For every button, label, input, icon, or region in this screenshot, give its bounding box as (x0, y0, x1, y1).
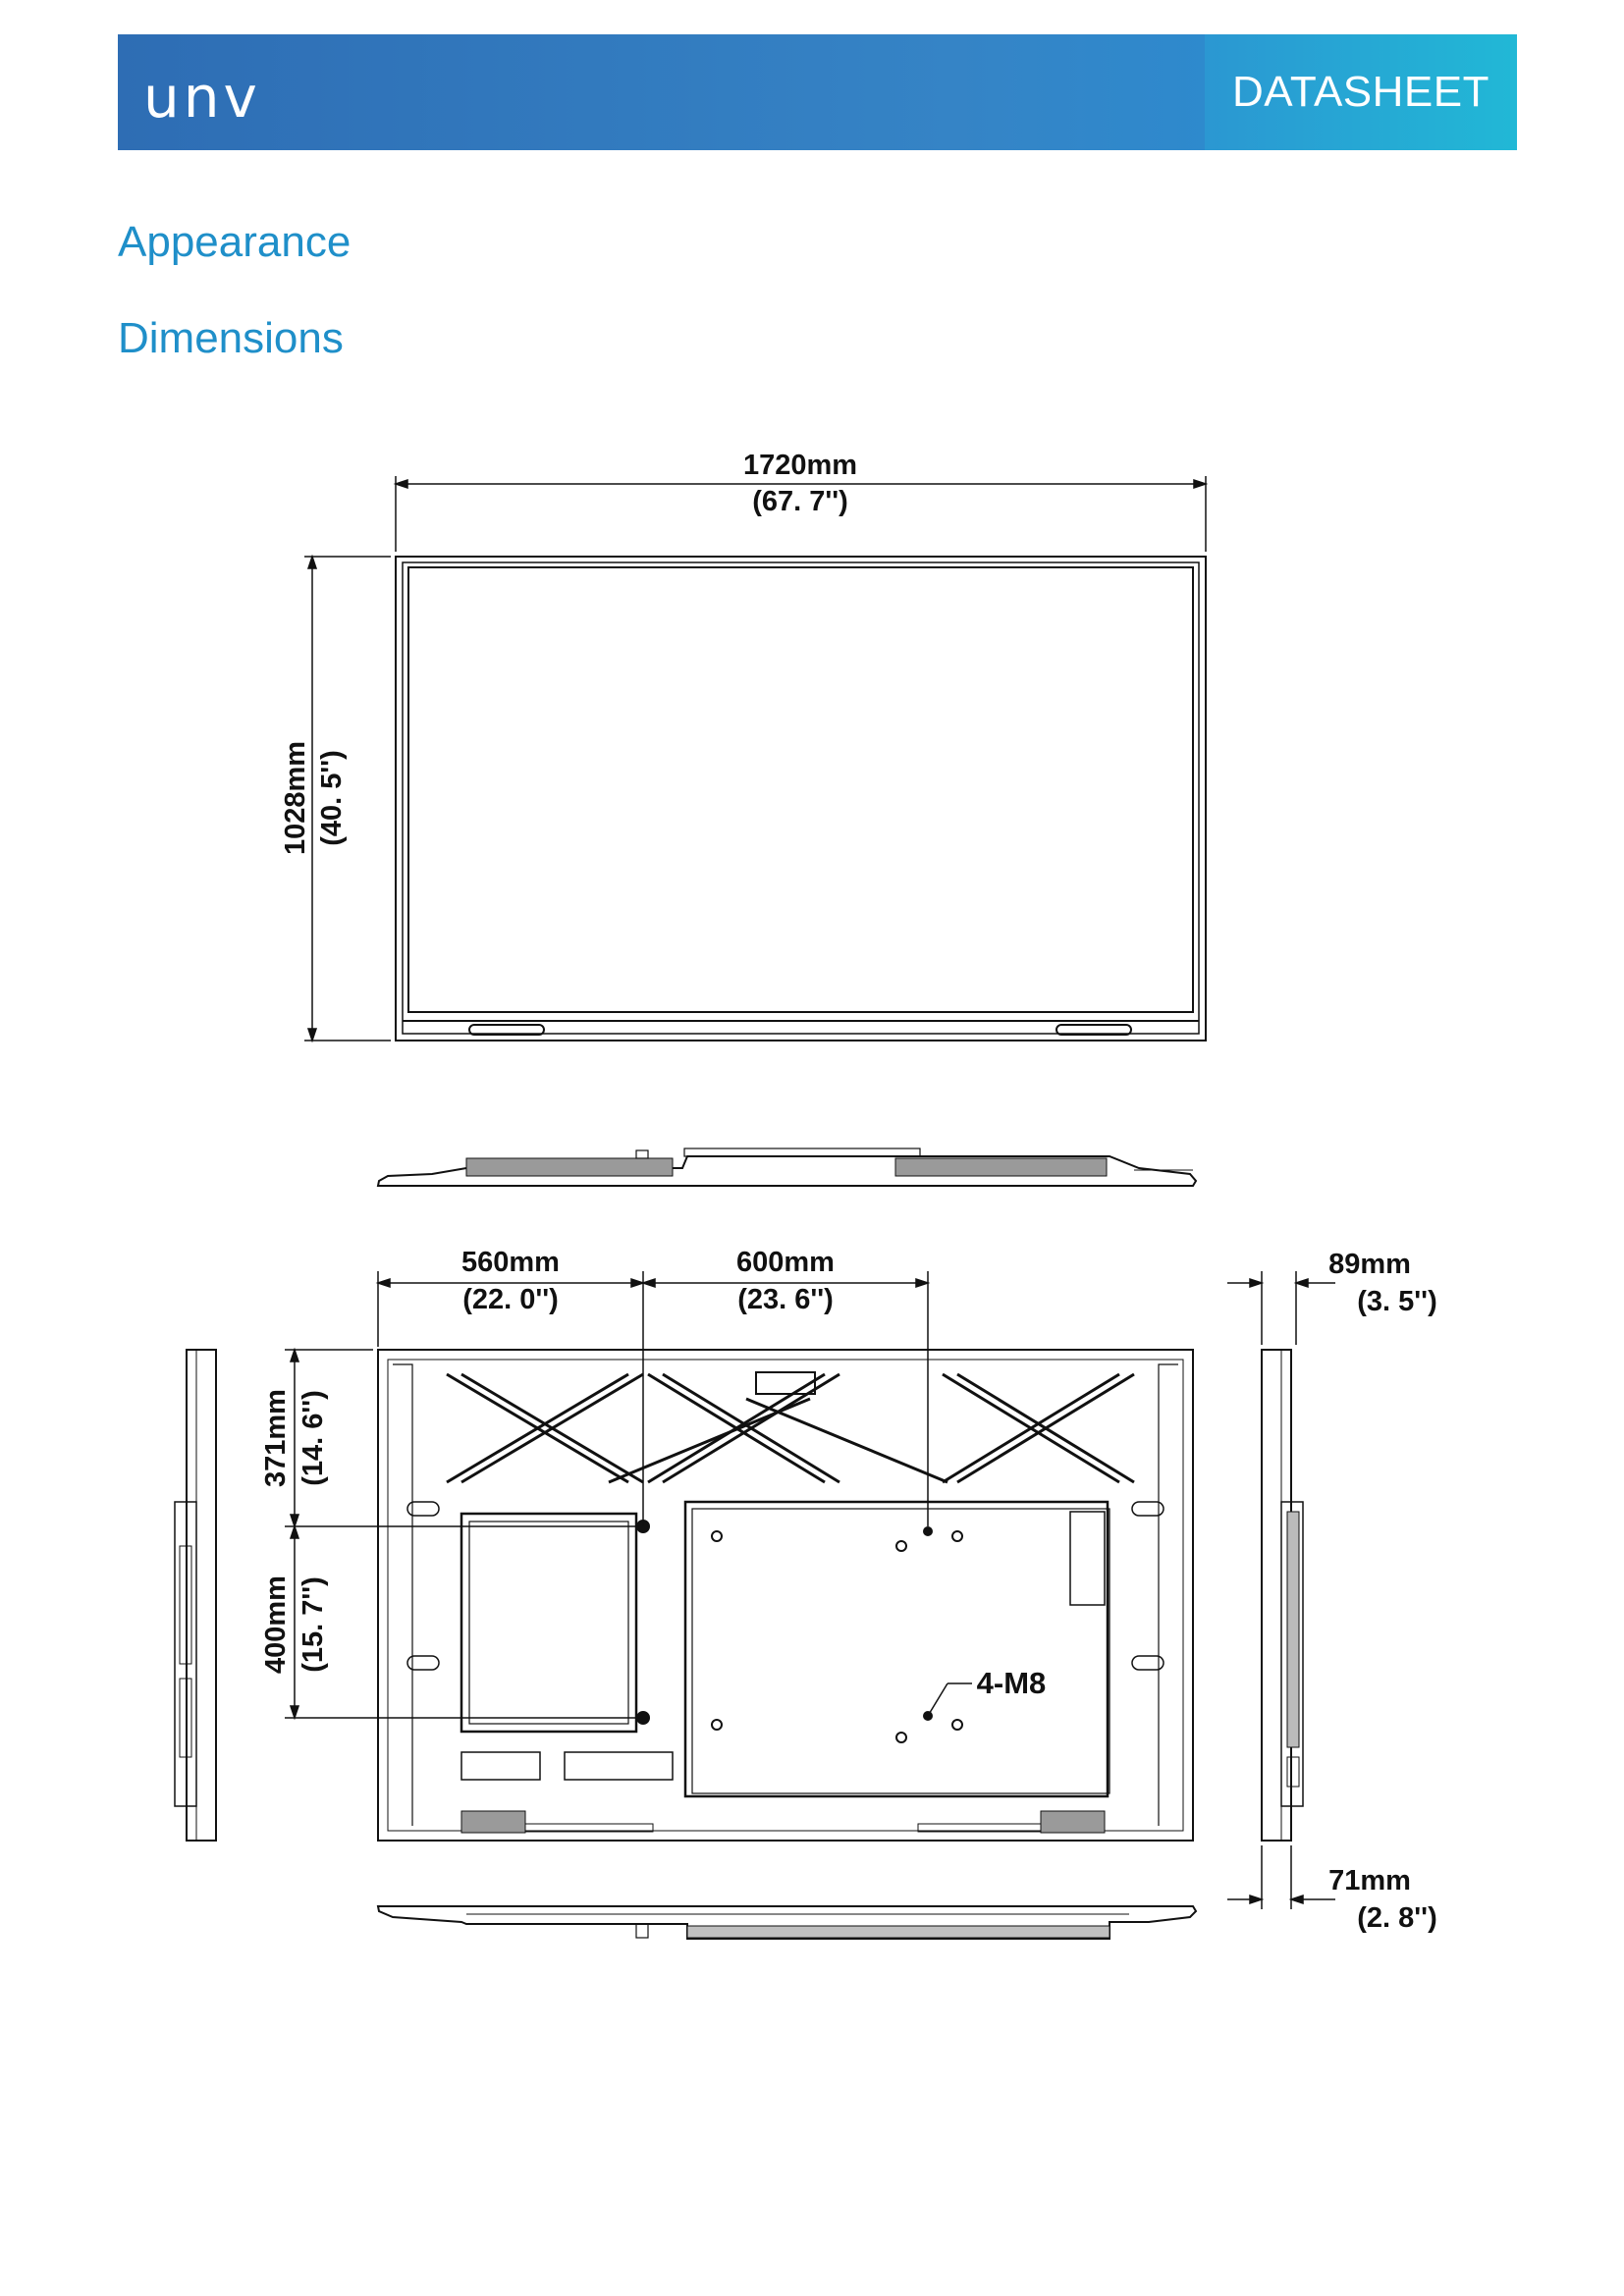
brand-logo: unv (143, 34, 261, 150)
front-view (395, 556, 1207, 1041)
left-side-view (174, 1349, 217, 1842)
vesa-right-mm-label: 600mm (736, 1247, 835, 1278)
rear-view (377, 1349, 1194, 1842)
dimensions-heading: Dimensions (118, 314, 344, 362)
screw-label: 4-M8 (977, 1666, 1047, 1700)
height-mm-label: 1028mm (280, 741, 311, 855)
top-offset-in-label: (14. 6'') (298, 1390, 329, 1486)
vesa-vert-in-label: (15. 7'') (298, 1576, 329, 1673)
vesa-left-mm-label: 560mm (461, 1247, 560, 1278)
header-banner: unv DATASHEET (118, 34, 1517, 150)
bottom-view (376, 1905, 1198, 1940)
vesa-horizontal-dimension (375, 1271, 931, 1526)
depth-in-label: (3. 5'') (1357, 1286, 1436, 1317)
top-offset-mm-label: 371mm (260, 1389, 292, 1487)
top-view (376, 1148, 1198, 1187)
datasheet-tag-box: DATASHEET (1205, 34, 1517, 150)
width-mm-label: 1720mm (743, 450, 857, 481)
dimension-labels: 1720mm (67. 7'') 1028mm (40. 5'') 560mm … (260, 450, 1437, 1934)
logo-text: unv (143, 64, 261, 131)
vesa-vertical-dimension (285, 1347, 638, 1721)
height-dimension (304, 554, 391, 1043)
vesa-left-in-label: (22. 0'') (462, 1284, 559, 1315)
depth-dimension (1227, 1271, 1335, 1345)
slim-depth-in-label: (2. 8'') (1357, 1902, 1436, 1934)
height-in-label: (40. 5'') (316, 750, 348, 846)
vesa-right-in-label: (23. 6'') (737, 1284, 834, 1315)
right-side-view (1261, 1349, 1304, 1842)
width-in-label: (67. 7'') (752, 486, 848, 517)
vesa-vert-mm-label: 400mm (260, 1575, 292, 1674)
width-dimension (393, 476, 1209, 552)
slim-depth-mm-label: 71mm (1328, 1865, 1411, 1896)
depth-mm-label: 89mm (1328, 1249, 1411, 1280)
appearance-heading: Appearance (118, 218, 352, 266)
slim-depth-dimension (1227, 1845, 1335, 1909)
datasheet-label: DATASHEET (1231, 68, 1489, 116)
